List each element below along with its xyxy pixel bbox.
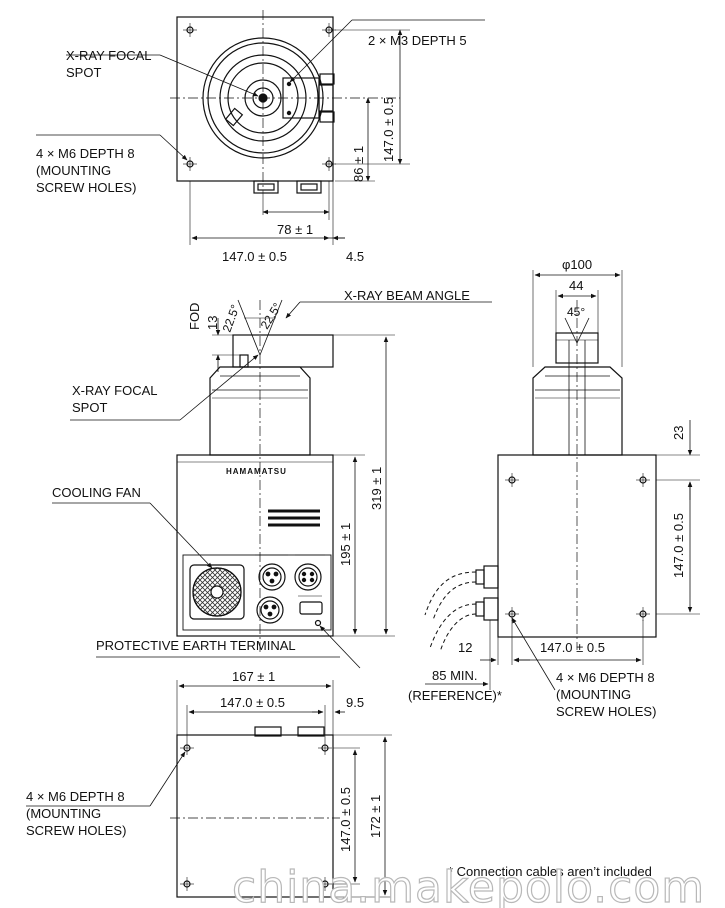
right-view-mounting-holes xyxy=(505,473,650,621)
label-cooling-fan: COOLING FAN xyxy=(52,485,141,500)
connection-cables xyxy=(424,571,477,653)
label-m6-l1: 4 × M6 DEPTH 8 xyxy=(36,146,135,161)
dim-top-147-vertical: 147.0 ± 0.5 xyxy=(381,97,396,162)
dim-13: 13 xyxy=(205,316,220,330)
right-view-connector xyxy=(483,597,499,621)
bottom-view-mounting-holes xyxy=(180,741,332,891)
bottom-view xyxy=(26,680,392,898)
labels: X-RAY FOCAL SPOT 2 × M3 DEPTH 5 4 × M6 D… xyxy=(26,33,686,879)
top-view-connector xyxy=(253,180,279,194)
dim-172: 172 ± 1 xyxy=(368,795,383,838)
label-earth-terminal: PROTECTIVE EARTH TERMINAL xyxy=(96,638,296,653)
label-m3-holes: 2 × M3 DEPTH 5 xyxy=(368,33,467,48)
label-bottom-m6-l2: (MOUNTING xyxy=(26,806,101,821)
dim-right-147-horizontal: 147.0 ± 0.5 xyxy=(540,640,605,655)
dim-12: 12 xyxy=(458,640,472,655)
label-side-focal-spot-l1: X-RAY FOCAL xyxy=(72,383,157,398)
label-bottom-m6-l1: 4 × M6 DEPTH 8 xyxy=(26,789,125,804)
label-right-m6-l1: 4 × M6 DEPTH 8 xyxy=(556,670,655,685)
dim-right-147-vertical: 147.0 ± 0.5 xyxy=(671,513,686,578)
label-bottom-m6-l3: SCREW HOLES) xyxy=(26,823,126,838)
label-right-m6-l3: SCREW HOLES) xyxy=(556,704,656,719)
dim-319: 319 ± 1 xyxy=(369,467,384,510)
angle-right: 22.5° xyxy=(258,300,285,331)
label-focal-spot-l2: SPOT xyxy=(66,65,101,80)
cooling-fan xyxy=(189,564,245,620)
label-85-min: 85 MIN. xyxy=(432,668,478,683)
dim-fod: FOD xyxy=(187,303,202,330)
panel-connector xyxy=(258,563,286,591)
dim-phi100: φ100 xyxy=(562,257,592,272)
label-m6-l2: (MOUNTING xyxy=(36,163,111,178)
right-view-connector xyxy=(483,565,499,589)
panel-connector xyxy=(294,563,322,591)
label-m6-l3: SCREW HOLES) xyxy=(36,180,136,195)
dim-top-147-horizontal: 147.0 ± 0.5 xyxy=(222,249,287,264)
label-side-focal-spot-l2: SPOT xyxy=(72,400,107,415)
dim-23: 23 xyxy=(671,426,686,440)
watermark: china.makepolo.com xyxy=(232,862,705,908)
dim-78: 78 ± 1 xyxy=(277,222,313,237)
dim-bottom-147-vertical: 147.0 ± 0.5 xyxy=(338,787,353,852)
dim-167: 167 ± 1 xyxy=(232,669,275,684)
dim-bottom-147-horizontal: 147.0 ± 0.5 xyxy=(220,695,285,710)
side-view-body xyxy=(176,454,334,637)
dim-86: 86 ± 1 xyxy=(351,146,366,182)
side-view xyxy=(52,299,492,669)
label-right-m6-l2: (MOUNTING xyxy=(556,687,631,702)
top-view-body xyxy=(176,16,334,182)
brand-logo: HAMAMATSU xyxy=(226,467,287,476)
dim-9-5: 9.5 xyxy=(346,695,364,710)
dim-44: 44 xyxy=(569,278,583,293)
panel-connector xyxy=(256,596,284,624)
right-view xyxy=(424,270,700,691)
earth-terminal xyxy=(314,619,322,627)
dim-4-5: 4.5 xyxy=(346,249,364,264)
label-reference: (REFERENCE)* xyxy=(408,688,502,703)
dim-195: 195 ± 1 xyxy=(338,523,353,566)
label-focal-spot-l1: X-RAY FOCAL xyxy=(66,48,151,63)
top-view-mounting-holes xyxy=(183,23,336,171)
top-view-connector xyxy=(296,180,322,194)
right-view-tube-housing xyxy=(532,366,623,456)
label-beam-angle: X-RAY BEAM ANGLE xyxy=(344,288,470,303)
top-view xyxy=(36,10,485,245)
angle-left: 22.5° xyxy=(220,303,243,334)
footnote: * Connection cables aren’t included xyxy=(448,864,652,879)
vent-slots xyxy=(268,509,320,527)
dim-45: 45° xyxy=(567,305,585,319)
rs232c-port xyxy=(299,601,323,615)
